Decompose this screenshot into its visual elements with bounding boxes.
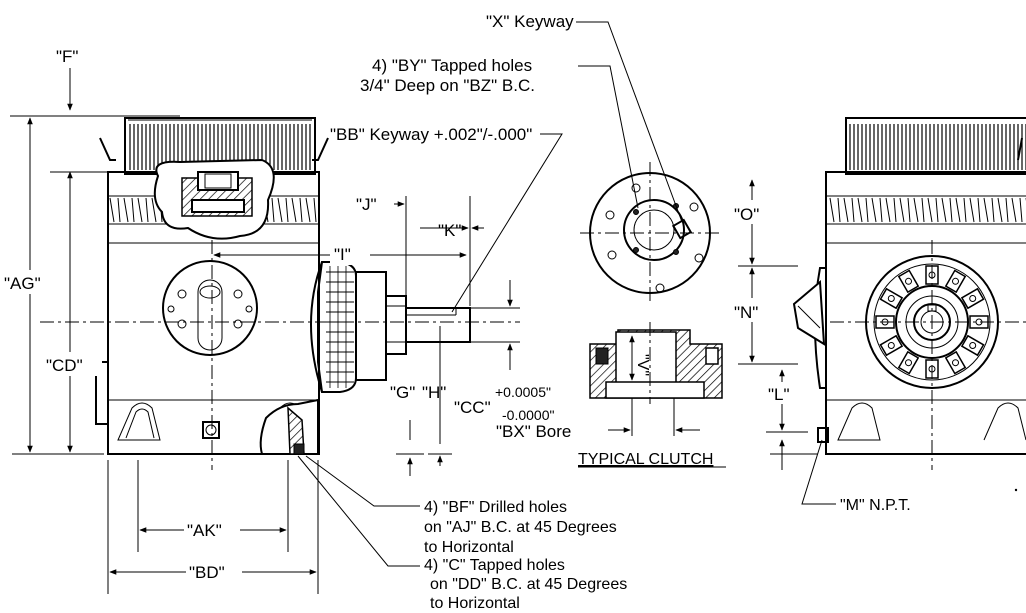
dim-label-I: "I" <box>334 245 351 264</box>
dim-label-O: "O" <box>734 205 759 224</box>
dim-tolerance-plus: +0.0005" <box>495 384 551 400</box>
clutch-section: "V" <box>589 322 723 404</box>
c-holes-callout-line1: 4) "C" Tapped holes <box>424 557 565 574</box>
dim-label-CC: "CC" <box>454 398 491 417</box>
c-holes-callout-line2: on "DD" B.C. at 45 Degrees <box>430 576 627 593</box>
m-npt-callout: "M" N.P.T. <box>840 497 911 514</box>
side-top-fan-cover <box>845 117 1026 175</box>
typical-clutch-title: TYPICAL CLUTCH <box>578 451 713 468</box>
bb-keyway-callout: "BB" Keyway +.002"/-.000" <box>330 125 532 144</box>
dim-label-V: "V" <box>634 354 651 376</box>
callout-leaders: "X" Keyway 4) "BY" Tapped holes 3/4" Dee… <box>297 12 911 612</box>
c-holes-callout-line3: to Horizontal <box>430 595 520 612</box>
x-keyway-callout: "X" Keyway <box>486 12 574 31</box>
front-output-bell-housing <box>310 261 407 393</box>
dim-label-H: "H" <box>422 383 446 402</box>
dim-label-G: "G" <box>390 383 415 402</box>
clutch-end-face <box>580 162 720 304</box>
front-base-cutaway <box>259 398 319 455</box>
dim-label-L: "L" <box>768 385 790 404</box>
dim-tolerance-minus: -0.0000" <box>502 407 554 423</box>
dim-label-N: "N" <box>734 303 758 322</box>
front-bearing-cover <box>162 260 258 356</box>
front-top-cutaway <box>153 158 275 240</box>
typical-clutch-view: "V" "BX" Bore TYPICAL CLUTCH "O" "N" "L" <box>496 162 818 470</box>
front-dimensions: "F" "AG" "CD" "AK" "BD" "I" "J" <box>2 47 554 594</box>
side-rib-band <box>825 195 1026 225</box>
front-view <box>40 117 520 470</box>
dim-label-J: "J" <box>356 195 377 214</box>
dim-label-F: "F" <box>56 47 78 66</box>
bf-holes-callout-line3: to Horizontal <box>424 539 514 556</box>
dim-label-AK: "AK" <box>187 521 222 540</box>
by-tapped-holes-callout-line1: 4) "BY" Tapped holes <box>372 56 532 75</box>
bf-holes-callout-line2: on "AJ" B.C. at 45 Degrees <box>424 519 617 536</box>
side-view <box>792 117 1026 492</box>
dim-label-K: "K" <box>438 221 461 240</box>
front-output-shaft <box>405 307 520 343</box>
dim-label-AG: "AG" <box>4 274 41 293</box>
bf-holes-callout-line1: 4) "BF" Drilled holes <box>424 499 567 516</box>
by-tapped-holes-callout-line2: 3/4" Deep on "BZ" B.C. <box>360 76 535 95</box>
dim-label-CD: "CD" <box>46 356 83 375</box>
bx-bore-callout: "BX" Bore <box>496 422 571 441</box>
dim-label-BD: "BD" <box>189 563 225 582</box>
